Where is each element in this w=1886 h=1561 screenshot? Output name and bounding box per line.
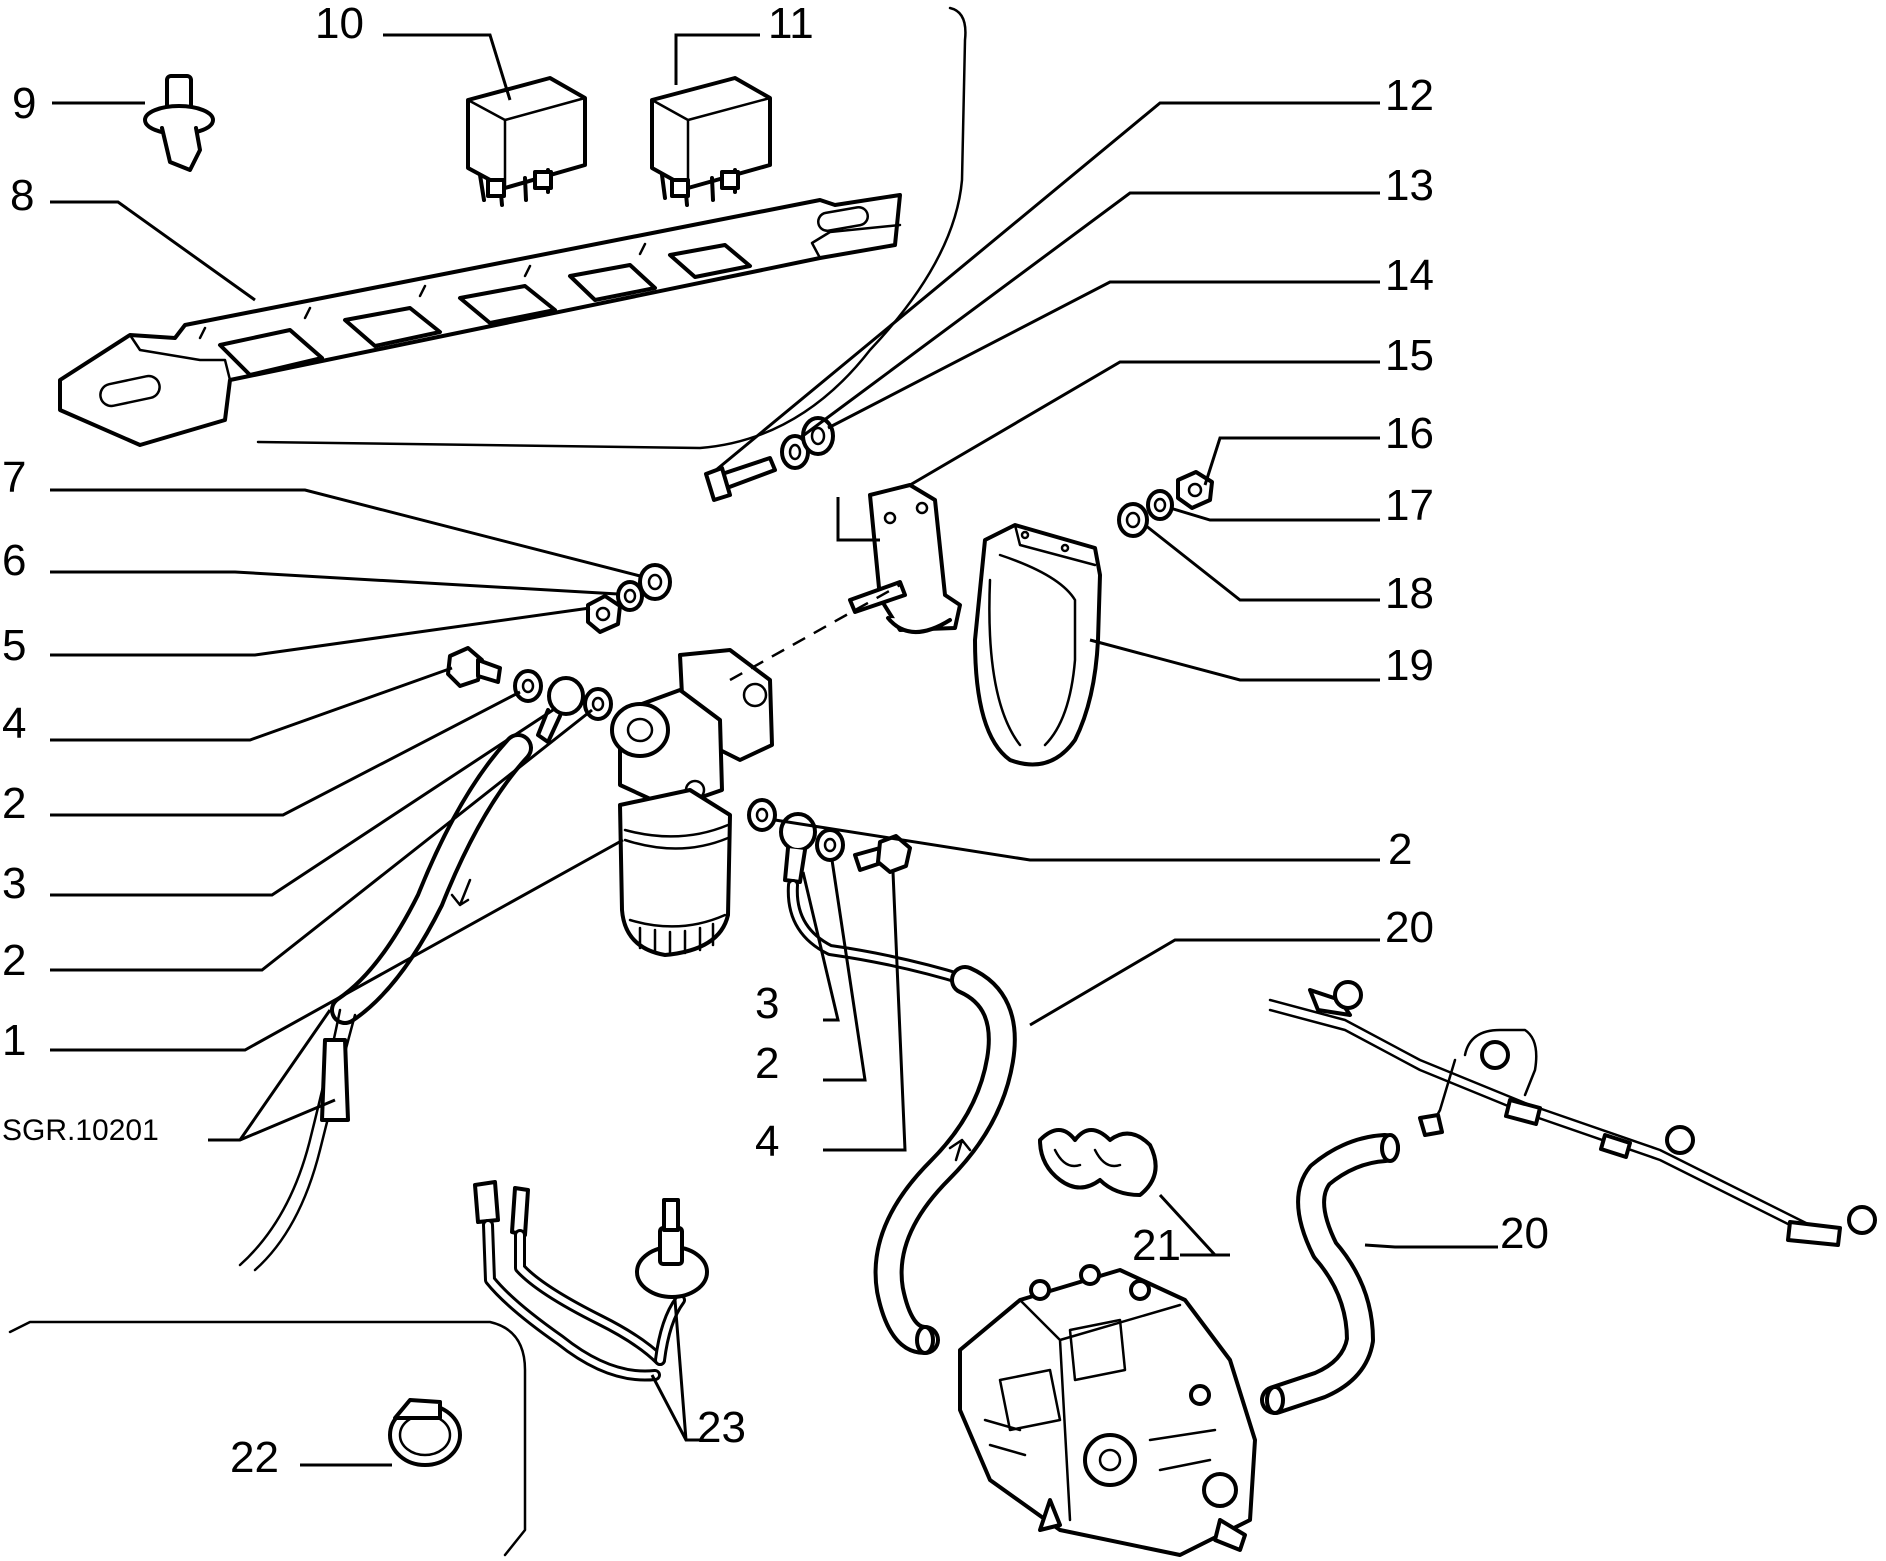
callout-20-upper: 20	[1385, 903, 1434, 952]
part-banjo-bolt-4-right	[853, 834, 912, 874]
callout-14: 14	[1385, 251, 1434, 300]
part-fuel-filter	[610, 648, 774, 957]
part-plastic-rivet	[143, 74, 215, 172]
callout-5: 5	[2, 621, 26, 670]
part-pipe-clips-21	[1038, 1128, 1158, 1197]
part-washer-18	[1117, 502, 1149, 538]
callout-2-right: 2	[1388, 825, 1412, 874]
part-spring-washer-6	[616, 580, 644, 612]
assembly-axis-line	[729, 583, 901, 682]
part-washer-14	[801, 416, 835, 456]
callout-16: 16	[1385, 409, 1434, 458]
part-hose-clamp-22	[388, 1398, 462, 1467]
part-relay-bracket	[58, 193, 902, 447]
part-banjo-fitting-3-left	[536, 676, 585, 744]
callout-2-left-b: 2	[2, 936, 26, 985]
callout-12: 12	[1385, 71, 1434, 120]
callout-22: 22	[230, 1433, 279, 1482]
callout-2-right-b: 2	[755, 1039, 779, 1088]
part-spring-washer-17	[1146, 489, 1174, 521]
part-filter-clamp-19	[973, 523, 1102, 767]
group-bracket-line	[256, 6, 967, 450]
callout-9: 9	[12, 79, 36, 128]
part-nut-16	[1176, 470, 1214, 510]
part-return-hose-left	[238, 733, 533, 1272]
part-banjo-bolt-4-left	[446, 646, 502, 688]
callout-6: 6	[2, 536, 26, 585]
group-box-line	[8, 1320, 527, 1557]
part-washer-2-right-a	[747, 798, 777, 832]
part-bolt-12	[704, 456, 777, 502]
callout-13: 13	[1385, 161, 1434, 210]
part-washer-7	[638, 563, 672, 601]
part-washer-2-right-b	[815, 828, 845, 862]
callout-4-left: 4	[2, 699, 26, 748]
callout-7: 7	[2, 453, 26, 502]
callout-4-right: 4	[755, 1117, 779, 1166]
callout-8: 8	[10, 171, 34, 220]
part-relay-11	[650, 76, 772, 207]
drawing-code: SGR.10201	[2, 1114, 159, 1147]
callout-3-left: 3	[2, 859, 26, 908]
part-nut-5	[586, 594, 622, 634]
part-support-plate-15	[848, 483, 962, 634]
part-leak-off-pipe	[1268, 980, 1877, 1247]
callout-20-lower: 20	[1500, 1209, 1549, 1258]
callout-19: 19	[1385, 641, 1434, 690]
part-relay-10	[466, 76, 587, 207]
callout-21: 21	[1132, 1221, 1181, 1270]
part-washer-2-left-b	[583, 687, 613, 721]
part-fuel-hose-20-upper	[786, 879, 1017, 1355]
callout-15: 15	[1385, 331, 1434, 380]
callout-2-left-a: 2	[2, 779, 26, 828]
callout-1: 1	[2, 1016, 26, 1065]
callout-3-right: 3	[755, 979, 779, 1028]
callout-17: 17	[1385, 481, 1434, 530]
callout-18: 18	[1385, 569, 1434, 618]
callout-23: 23	[697, 1403, 746, 1452]
callout-11: 11	[768, 0, 814, 48]
part-fuel-hose-20-lower	[1260, 1133, 1400, 1415]
part-washer-2-left-a	[513, 669, 543, 703]
part-injection-pump	[958, 1264, 1257, 1557]
leader-lines	[50, 33, 1498, 1467]
callout-labels: 9 8 10 11 12 13 14 15 16 17 18 19 7 6 5 …	[2, 0, 1549, 1482]
part-fuel-sensor-wiring	[473, 1180, 709, 1382]
callout-10: 10	[315, 0, 364, 48]
